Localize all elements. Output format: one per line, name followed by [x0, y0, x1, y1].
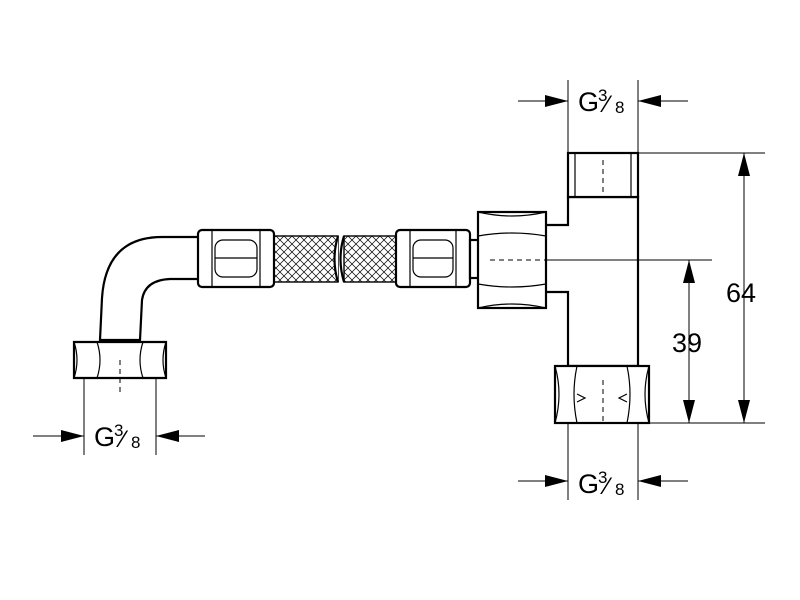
svg-text:3: 3 — [114, 421, 123, 440]
svg-text:G: G — [578, 469, 599, 499]
svg-text:3: 3 — [598, 86, 607, 105]
braided-hose — [196, 228, 482, 289]
svg-text:8: 8 — [615, 98, 624, 117]
elbow-hose-end — [72, 235, 202, 395]
thread-label-top: G 3 ⁄ 8 — [578, 86, 624, 118]
thread-label-bottom: G 3 ⁄ 8 — [578, 468, 624, 500]
dimension-outlet-height: 39 — [672, 328, 702, 358]
svg-text:3: 3 — [598, 468, 607, 487]
thread-label-left: G 3 ⁄ 8 — [94, 421, 140, 453]
svg-text:G: G — [578, 87, 599, 117]
dimension-overall-height: 64 — [726, 278, 756, 308]
svg-text:8: 8 — [615, 480, 624, 499]
svg-text:G: G — [94, 422, 115, 452]
tee-fitting — [476, 151, 651, 425]
svg-text:8: 8 — [131, 433, 140, 452]
dimension-lines — [33, 80, 765, 500]
